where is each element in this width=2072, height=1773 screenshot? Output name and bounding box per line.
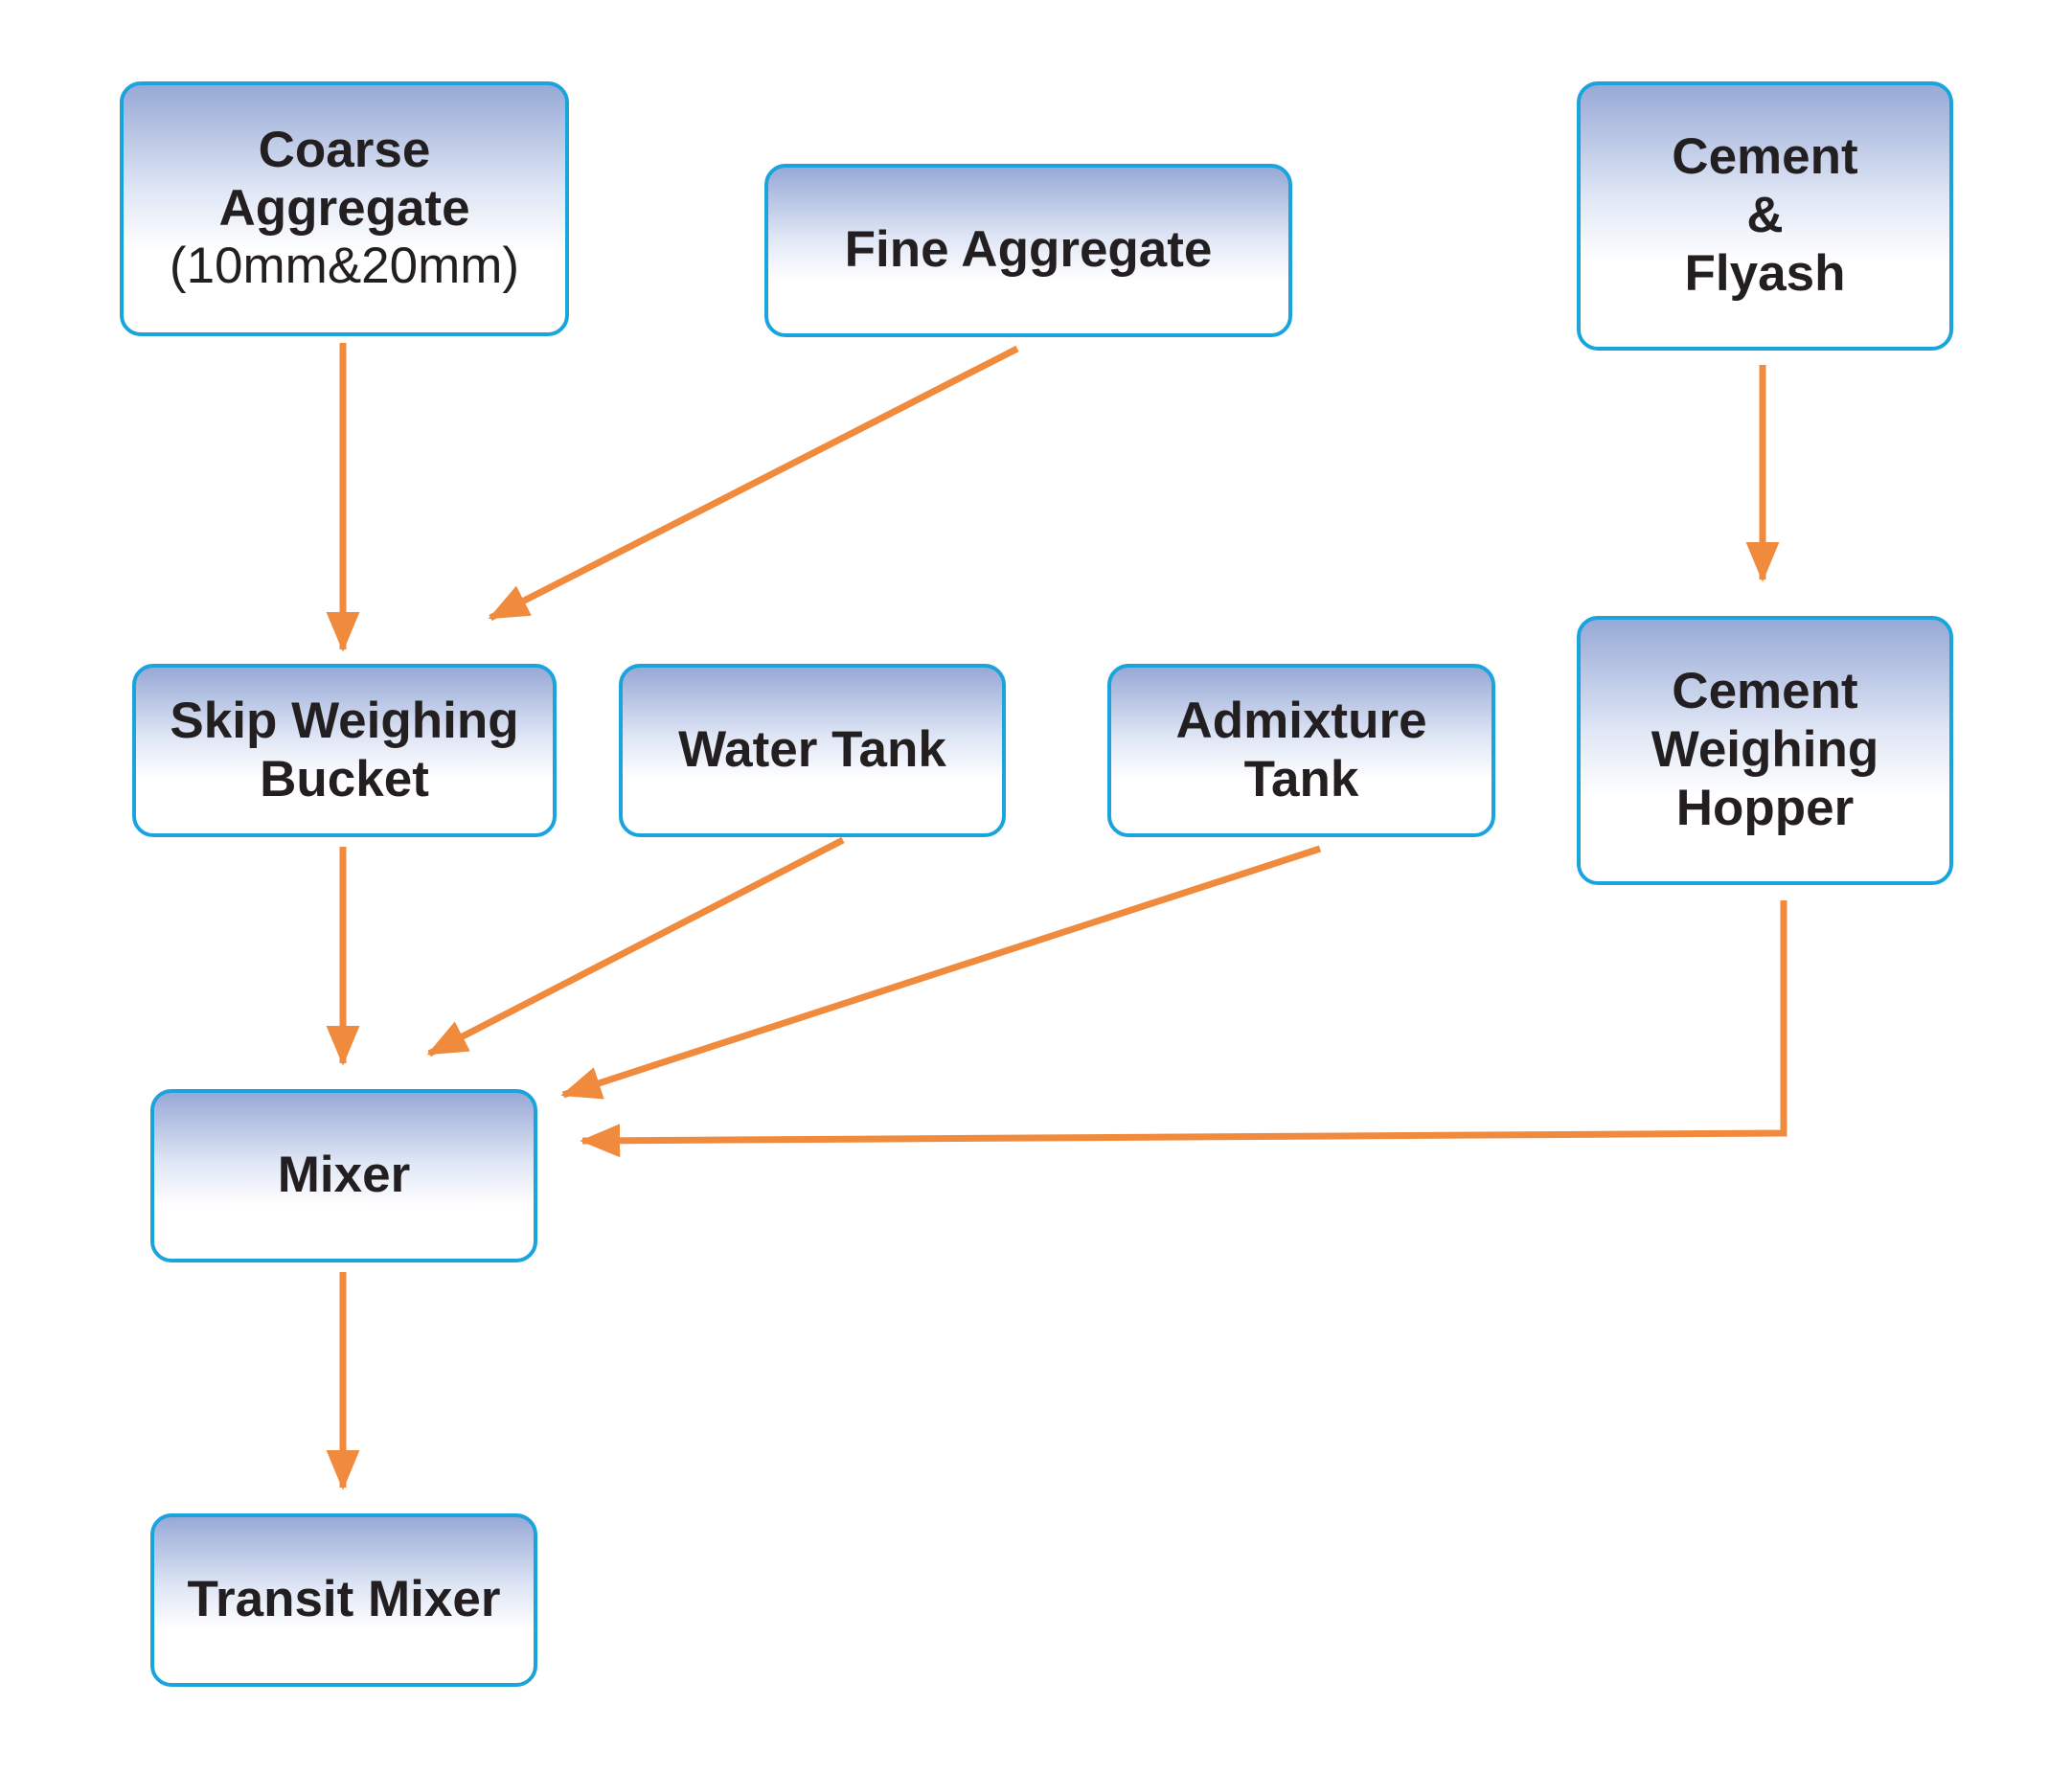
arrow-fine-aggregate-to-skip-weighing-bucket bbox=[488, 345, 1019, 622]
coarse-aggregate-size-label: (10mm&20mm) bbox=[169, 238, 520, 295]
transit-mixer-label: Transit Mixer bbox=[187, 1571, 501, 1628]
cement-weighing-hopper-label-line1: Cement bbox=[1672, 663, 1858, 720]
arrow-water-tank-to-mixer bbox=[426, 836, 845, 1057]
water-tank-box: Water Tank bbox=[619, 664, 1006, 837]
cement-weighing-hopper-box: Cement Weighing Hopper bbox=[1577, 616, 1953, 885]
coarse-aggregate-label-line1: Coarse bbox=[258, 121, 431, 178]
water-tank-label: Water Tank bbox=[678, 721, 946, 779]
fine-aggregate-label: Fine Aggregate bbox=[844, 221, 1213, 279]
transit-mixer-box: Transit Mixer bbox=[150, 1513, 537, 1687]
admixture-tank-label-line1: Admixture bbox=[1175, 692, 1427, 749]
mixer-box: Mixer bbox=[150, 1089, 537, 1262]
cement-flyash-label-line3: Flyash bbox=[1684, 244, 1846, 302]
arrow-admixture-tank-to-mixer bbox=[560, 845, 1322, 1100]
skip-weighing-bucket-label-line1: Skip Weighing bbox=[170, 692, 519, 749]
cement-flyash-label-line1: Cement bbox=[1672, 128, 1858, 186]
coarse-aggregate-box: Coarse Aggregate (10mm&20mm) bbox=[120, 81, 569, 336]
mixer-label: Mixer bbox=[277, 1147, 411, 1204]
skip-weighing-bucket-box: Skip Weighing Bucket bbox=[132, 664, 557, 837]
admixture-tank-box: Admixture Tank bbox=[1107, 664, 1495, 837]
fine-aggregate-box: Fine Aggregate bbox=[764, 164, 1292, 337]
cement-flyash-box: Cement & Flyash bbox=[1577, 81, 1953, 351]
cement-weighing-hopper-label-line2: Weighing bbox=[1651, 721, 1879, 779]
coarse-aggregate-label-line2: Aggregate bbox=[218, 179, 470, 237]
skip-weighing-bucket-label-line2: Bucket bbox=[260, 750, 429, 807]
arrow-cement-weighing-hopper-to-mixer bbox=[580, 900, 1787, 1158]
cement-flyash-label-line2: & bbox=[1746, 187, 1784, 244]
cement-weighing-hopper-label-line3: Hopper bbox=[1675, 779, 1855, 836]
admixture-tank-label-line2: Tank bbox=[1243, 750, 1359, 807]
